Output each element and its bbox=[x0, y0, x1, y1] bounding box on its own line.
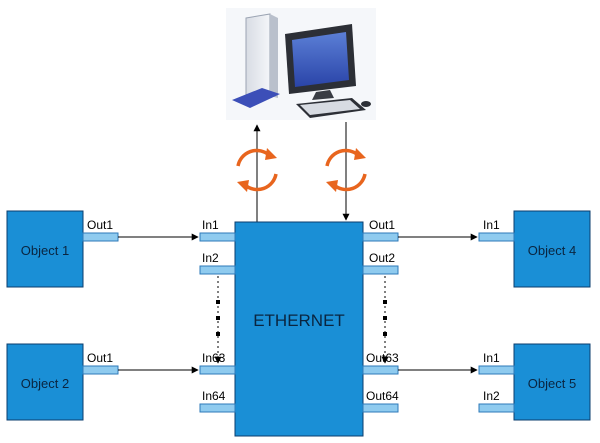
ellipsis-dot bbox=[383, 300, 387, 304]
object-5: Object 5 bbox=[513, 343, 591, 421]
port-hub-out63 bbox=[362, 365, 399, 375]
port-label: In2 bbox=[483, 389, 500, 403]
port-hub-out64 bbox=[362, 403, 399, 413]
ellipsis-dot bbox=[216, 316, 220, 320]
object-1-label: Object 1 bbox=[21, 243, 69, 258]
port-hub-in1 bbox=[199, 232, 236, 242]
port-label: In2 bbox=[202, 251, 219, 265]
ellipsis-dot bbox=[216, 300, 220, 304]
port-label: In1 bbox=[202, 218, 219, 232]
ethernet-hub: ETHERNET bbox=[234, 221, 364, 437]
object-4: Object 4 bbox=[513, 210, 591, 288]
ellipsis-dot bbox=[216, 332, 220, 336]
computer-icon bbox=[226, 8, 376, 120]
port-label: Out64 bbox=[366, 389, 399, 403]
port-label: Out2 bbox=[369, 251, 395, 265]
port-label: In1 bbox=[483, 218, 500, 232]
port-label: Out1 bbox=[87, 218, 113, 232]
port-label: Out1 bbox=[369, 218, 395, 232]
sync-arrows-icon bbox=[236, 148, 278, 192]
port-obj5-in1 bbox=[478, 365, 515, 375]
port-obj4-in1 bbox=[478, 232, 515, 242]
object-5-label: Object 5 bbox=[528, 376, 576, 391]
object-2: Object 2 bbox=[6, 343, 84, 421]
port-obj1-out1 bbox=[82, 232, 119, 242]
port-obj5-in2 bbox=[478, 403, 515, 413]
port-label: In1 bbox=[483, 351, 500, 365]
port-hub-in2 bbox=[199, 265, 236, 275]
object-2-label: Object 2 bbox=[21, 376, 69, 391]
port-hub-in64 bbox=[199, 403, 236, 413]
port-hub-out2 bbox=[362, 265, 399, 275]
port-label: Out63 bbox=[366, 351, 399, 365]
object-4-label: Object 4 bbox=[528, 243, 576, 258]
port-hub-in63 bbox=[199, 365, 236, 375]
port-label: In64 bbox=[202, 389, 226, 403]
port-label: In63 bbox=[202, 351, 226, 365]
ellipsis-dot bbox=[383, 316, 387, 320]
port-label: Out1 bbox=[87, 351, 113, 365]
hub-label: ETHERNET bbox=[253, 311, 345, 330]
ellipsis-dot bbox=[383, 332, 387, 336]
object-1: Object 1 bbox=[6, 210, 84, 288]
sync-arrows-icon bbox=[325, 148, 367, 192]
port-hub-out1 bbox=[362, 232, 399, 242]
port-obj2-out1 bbox=[82, 365, 119, 375]
